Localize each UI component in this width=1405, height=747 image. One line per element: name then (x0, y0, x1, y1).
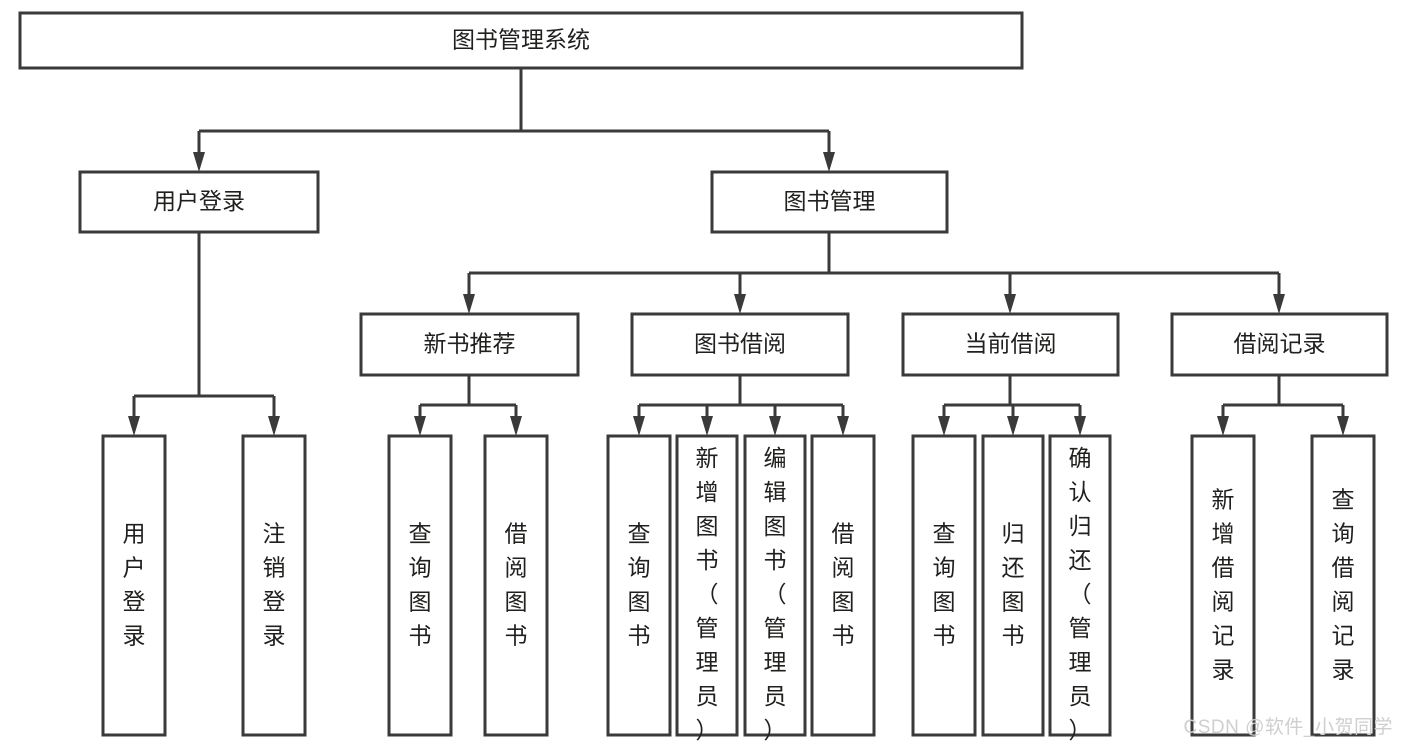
node-box (1190, 434, 1256, 737)
watermark-label: CSDN @软件_小贺同学 (1183, 717, 1393, 738)
node-box (911, 434, 977, 737)
connector-bookmanage-to-level2 (463, 232, 1285, 314)
arrow-head-icon (1004, 294, 1016, 314)
arrow-head-icon (1217, 416, 1229, 436)
node-box (483, 434, 549, 737)
node-leaf-edit-book[interactable]: 编辑图书（管理员） (743, 434, 807, 743)
arrow-head-icon (463, 294, 475, 314)
arrow-head-icon (734, 294, 746, 314)
node-leaf-borrow-book-rec[interactable]: 借阅图书 (483, 434, 549, 737)
arrow-head-icon (414, 416, 426, 436)
arrow-head-icon (1337, 416, 1349, 436)
node-label: 编辑图书（管理员） (764, 445, 787, 743)
node-book-borrow[interactable]: 图书借阅 (630, 312, 850, 377)
arrow-head-icon (268, 416, 280, 436)
node-book-manage[interactable]: 图书管理 (710, 170, 949, 234)
node-box (18, 11, 1024, 70)
arrow-head-icon (837, 416, 849, 436)
node-label: 新增借阅记录 (1212, 487, 1235, 683)
node-leaf-user-login[interactable]: 用户登录 (101, 434, 167, 737)
node-leaf-borrow-book-bor[interactable]: 借阅图书 (810, 434, 876, 737)
node-box (981, 434, 1045, 737)
node-layer: 图书管理系统用户登录图书管理新书推荐图书借阅当前借阅借阅记录用户登录注销登录查询… (18, 11, 1389, 743)
node-leaf-add-book[interactable]: 新增图书（管理员） (675, 434, 739, 743)
arrow-head-icon (1074, 416, 1086, 436)
node-label: 新书推荐 (424, 331, 516, 357)
node-user-login[interactable]: 用户登录 (78, 170, 320, 234)
node-box (1170, 312, 1389, 377)
node-label: 查询图书 (628, 521, 651, 649)
node-box (606, 434, 672, 737)
node-label: 用户登录 (123, 521, 146, 649)
node-box (675, 434, 739, 737)
arrow-head-icon (1007, 416, 1019, 436)
node-box (359, 312, 580, 377)
node-leaf-query-book-cur[interactable]: 查询图书 (911, 434, 977, 737)
node-box (1048, 434, 1112, 737)
node-leaf-query-record[interactable]: 查询借阅记录 (1310, 434, 1376, 737)
connector-userlogin-to-leaves (128, 232, 280, 436)
node-leaf-add-record[interactable]: 新增借阅记录 (1190, 434, 1256, 737)
node-box (101, 434, 167, 737)
arrow-head-icon (938, 416, 950, 436)
arrow-head-icon (128, 416, 140, 436)
node-label: 图书管理系统 (452, 27, 590, 53)
arrow-head-icon (701, 416, 713, 436)
arrow-head-icon (633, 416, 645, 436)
arrow-head-icon (769, 416, 781, 436)
arrow-head-icon (193, 152, 205, 172)
node-box (630, 312, 850, 377)
node-new-book-recommend[interactable]: 新书推荐 (359, 312, 580, 377)
node-label: 归还图书 (1002, 521, 1025, 649)
node-leaf-return-book[interactable]: 归还图书 (981, 434, 1045, 737)
node-leaf-confirm-return[interactable]: 确认归还（管理员） (1048, 434, 1112, 743)
node-borrow-record[interactable]: 借阅记录 (1170, 312, 1389, 377)
node-label: 当前借阅 (965, 331, 1057, 357)
arrow-head-icon (823, 152, 835, 172)
node-current-borrow[interactable]: 当前借阅 (901, 312, 1120, 377)
node-box (78, 170, 320, 234)
node-leaf-query-book-bor[interactable]: 查询图书 (606, 434, 672, 737)
arrow-head-icon (1273, 294, 1285, 314)
node-label: 查询图书 (409, 521, 432, 649)
node-label: 图书借阅 (694, 331, 786, 357)
node-box (1310, 434, 1376, 737)
node-box (810, 434, 876, 737)
node-root[interactable]: 图书管理系统 (18, 11, 1024, 70)
node-label: 借阅图书 (832, 521, 855, 649)
node-label: 借阅图书 (505, 521, 528, 649)
connector-recommend-to-leaves (414, 375, 522, 436)
connector-layer (128, 68, 1349, 436)
arrow-head-icon (510, 416, 522, 436)
node-label: 新增图书（管理员） (696, 445, 719, 743)
node-box (901, 312, 1120, 377)
node-box (241, 434, 307, 737)
node-label: 查询图书 (933, 521, 956, 649)
connector-borrow-to-leaves (633, 375, 849, 436)
connector-current-to-leaves (938, 375, 1086, 436)
node-box (387, 434, 453, 737)
node-label: 用户登录 (153, 188, 245, 214)
connector-record-to-leaves (1217, 375, 1349, 436)
node-box (710, 170, 949, 234)
node-label: 注销登录 (263, 521, 286, 649)
node-label: 查询借阅记录 (1332, 487, 1355, 683)
connector-root-to-level1 (193, 68, 835, 172)
node-leaf-user-logout[interactable]: 注销登录 (241, 434, 307, 737)
node-label: 图书管理 (784, 188, 876, 214)
node-leaf-query-book-rec[interactable]: 查询图书 (387, 434, 453, 737)
node-box (743, 434, 807, 737)
node-label: 借阅记录 (1234, 331, 1326, 357)
node-label: 确认归还（管理员） (1069, 445, 1092, 743)
